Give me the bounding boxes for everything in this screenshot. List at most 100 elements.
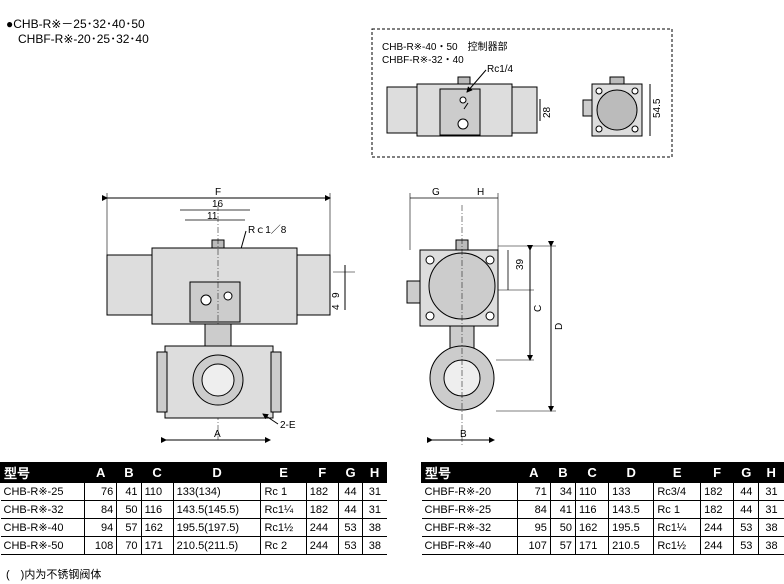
col-header-E: E	[260, 462, 307, 483]
cell-model: CHB-R※-50	[0, 536, 85, 555]
cell-A: 84	[84, 500, 117, 519]
cell-D: 133	[608, 482, 654, 501]
spec-table-left-wrap: 型号 A B C D E F G H CHB-R※-25 76 41 110 1…	[0, 462, 387, 555]
cell-F: 244	[305, 536, 339, 555]
col-header-E: E	[653, 462, 702, 483]
front-dim-16: 16	[212, 199, 224, 210]
cell-A: 107	[516, 536, 551, 555]
cell-E: Rc1¼	[260, 500, 307, 519]
cell-B: 50	[549, 518, 576, 537]
spec-table-right-wrap: 型号 A B C D E F G H CHBF-R※-20 71 34 110 …	[421, 462, 784, 555]
cell-A: 95	[516, 518, 551, 537]
cell-H: 31	[758, 500, 784, 519]
side-dim-G: G	[432, 187, 440, 198]
table-header-row: 型号 A B C D E F G H	[421, 462, 784, 483]
inset-side-view	[582, 76, 643, 137]
table-row: CHBF-R※-40 107 57 171 210.5 Rc1½ 244 53 …	[421, 536, 784, 555]
col-header-G: G	[733, 462, 760, 483]
front-port-label: Rｃ1／8	[248, 224, 287, 236]
cell-D: 210.5	[608, 536, 654, 555]
col-header-F: F	[700, 462, 735, 483]
cell-C: 171	[140, 536, 174, 555]
cell-G: 53	[337, 536, 363, 555]
cell-E: Rc 2	[260, 536, 307, 555]
cell-G: 53	[733, 536, 759, 555]
table-row: CHB-R※-50 108 70 171 210.5(211.5) Rc 2 2…	[0, 536, 387, 555]
front-callout-2E: 2-E	[280, 420, 296, 431]
cell-E: Rc1½	[260, 518, 307, 537]
cell-F: 182	[700, 482, 734, 501]
series-title: ●CHB-R※－25･32･40･50	[6, 17, 145, 31]
cell-G: 44	[733, 482, 759, 501]
side-dim-D: D	[554, 323, 565, 330]
cell-F: 182	[305, 500, 339, 519]
col-header-C: C	[575, 462, 610, 483]
cell-D: 143.5	[608, 500, 654, 519]
spec-table-chb: 型号 A B C D E F G H CHB-R※-25 76 41 110 1…	[0, 462, 387, 555]
cell-A: 94	[84, 518, 117, 537]
col-header-A: A	[516, 462, 551, 483]
cell-B: 34	[549, 482, 576, 501]
table-row: CHBF-R※-32 95 50 162 195.5 Rc1¼ 244 53 3…	[421, 518, 784, 537]
cell-model: CHBF-R※-40	[421, 536, 518, 555]
cell-D: 143.5(145.5)	[172, 500, 261, 519]
cell-model: CHBF-R※-25	[421, 500, 518, 519]
cell-G: 44	[733, 500, 759, 519]
side-dim-39: 39	[515, 258, 526, 270]
cell-B: 70	[116, 536, 142, 555]
cell-D: 133(134)	[172, 482, 261, 501]
cell-F: 182	[305, 482, 339, 501]
side-dim-H: H	[477, 187, 484, 198]
cell-E: Rc1½	[653, 536, 701, 555]
cell-H: 31	[362, 482, 387, 501]
cell-model: CHB-R※-32	[0, 500, 85, 519]
cell-H: 31	[362, 500, 387, 519]
cell-A: 84	[516, 500, 551, 519]
cell-D: 195.5(197.5)	[172, 518, 261, 537]
cell-C: 162	[140, 518, 174, 537]
inset-title: CHB-R※-40・50 控制器部	[382, 40, 508, 53]
cell-B: 57	[549, 536, 576, 555]
cell-A: 71	[516, 482, 551, 501]
front-dim-F: F	[215, 187, 221, 198]
side-actuator	[406, 239, 499, 411]
cell-F: 244	[700, 518, 734, 537]
side-dim-B: B	[460, 429, 467, 440]
cell-F: 182	[700, 500, 734, 519]
cell-A: 108	[84, 536, 117, 555]
technical-drawing: CHB-R※-40・50 控制器部 CHBF-R※-32・40 Rc1/4 28…	[102, 28, 673, 445]
cell-C: 110	[140, 482, 174, 501]
front-valve-body	[156, 323, 282, 419]
cell-H: 38	[758, 518, 784, 537]
cell-C: 110	[575, 482, 609, 501]
cell-C: 116	[575, 500, 609, 519]
front-dim-A: A	[214, 429, 221, 440]
spec-table-chbf: 型号 A B C D E F G H CHBF-R※-20 71 34 110 …	[421, 462, 784, 555]
cell-F: 244	[700, 536, 734, 555]
side-dim-C: C	[533, 305, 544, 312]
inset-subtitle: CHBF-R※-32・40	[382, 55, 464, 66]
cell-model: CHBF-R※-32	[421, 518, 518, 537]
col-header-D: D	[172, 462, 262, 483]
cell-H: 31	[758, 482, 784, 501]
cell-F: 244	[305, 518, 339, 537]
col-header-model: 型号	[0, 462, 86, 483]
col-header-C: C	[140, 462, 174, 483]
cell-G: 53	[337, 518, 363, 537]
inset-actuator	[386, 76, 538, 137]
cell-model: CHB-R※-25	[0, 482, 85, 501]
cell-B: 41	[116, 482, 142, 501]
cell-H: 38	[758, 536, 784, 555]
cell-model: CHBF-R※-20	[421, 482, 518, 501]
col-header-H: H	[758, 462, 784, 483]
cell-D: 210.5(211.5)	[172, 536, 261, 555]
front-actuator	[106, 239, 331, 325]
col-header-D: D	[608, 462, 655, 483]
inset-frame	[371, 28, 673, 158]
series-subtitle: CHBF-R※-20･25･32･40	[18, 32, 149, 46]
front-dim-9: 9	[331, 292, 342, 298]
table-row: CHB-R※-25 76 41 110 133(134) Rc 1 182 44…	[0, 482, 387, 501]
cell-C: 171	[575, 536, 609, 555]
cell-H: 38	[362, 518, 387, 537]
front-dim-4: 4	[331, 304, 342, 310]
